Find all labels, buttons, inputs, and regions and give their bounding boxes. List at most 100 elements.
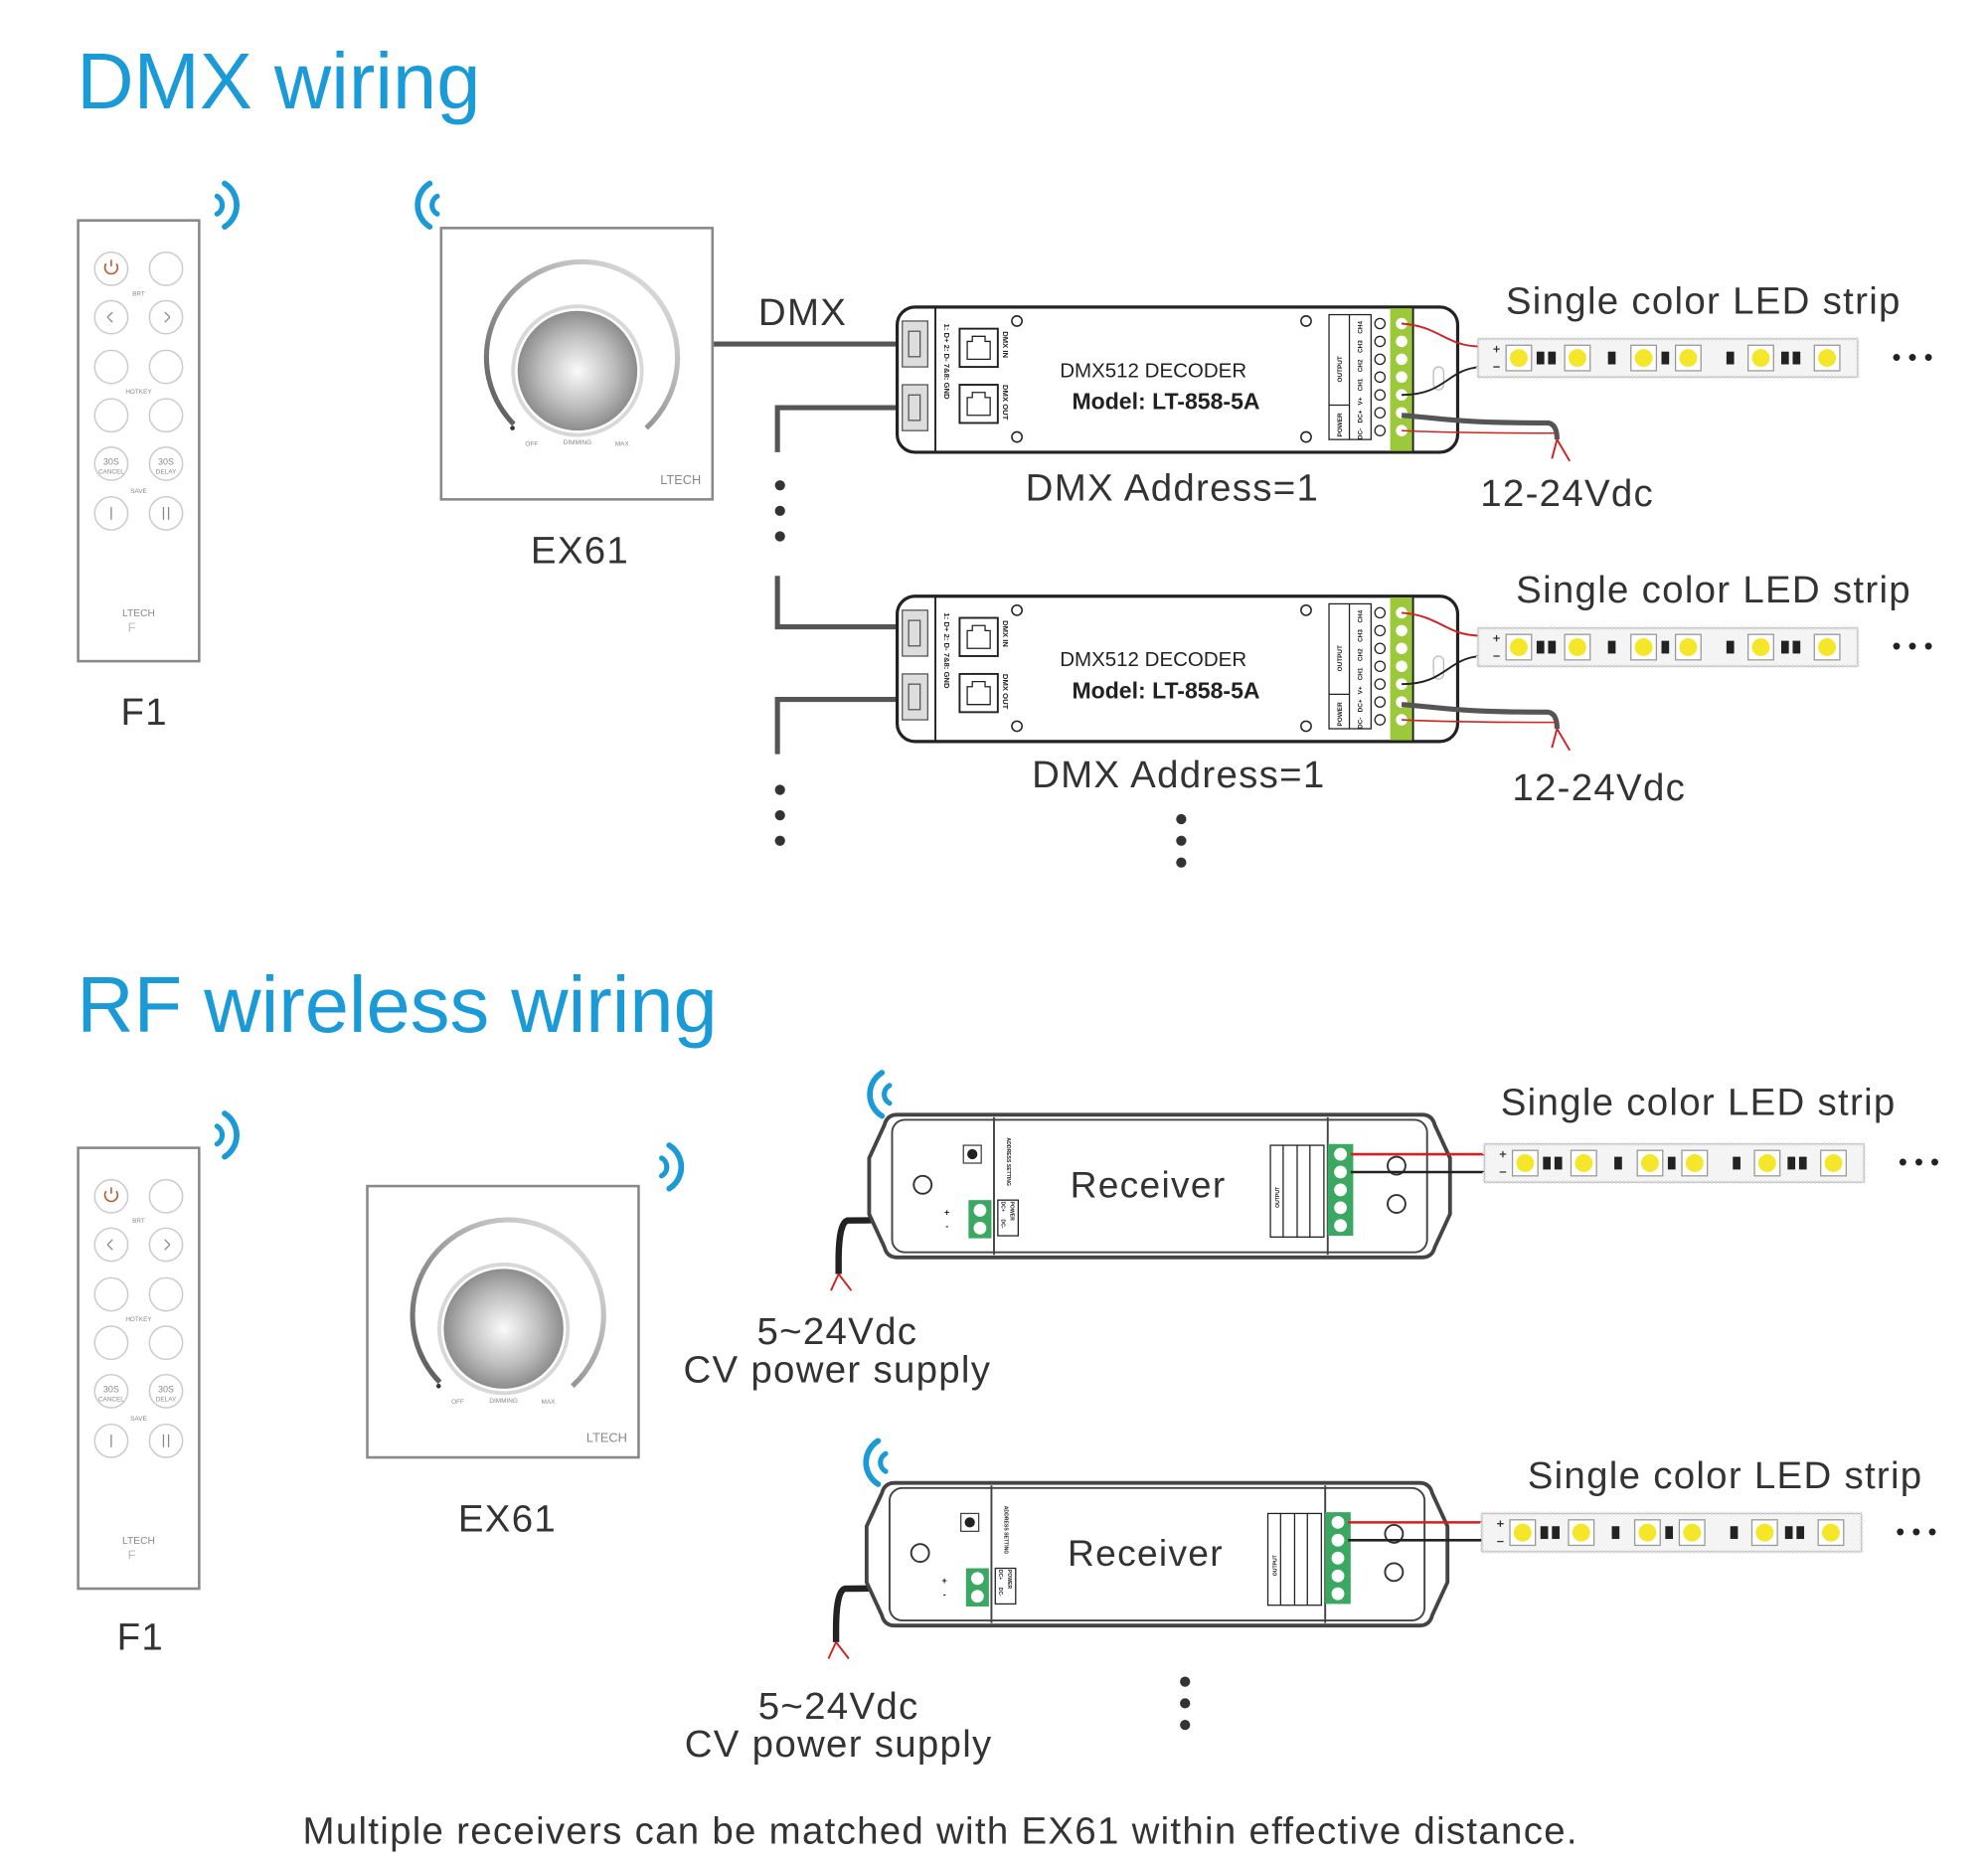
power-label: POWER xyxy=(1009,1201,1015,1221)
cancel-label: CANCEL xyxy=(98,1397,124,1404)
pin-label: 1: D+ 2: D- 7&8: GND xyxy=(942,612,951,689)
decoder-model: Model: LT-858-5A xyxy=(1072,677,1259,703)
wireless-signal-icon xyxy=(863,1437,889,1487)
rf-receiver-2: ADDRESS SETTING POWER DC+ DC- + - OUTPUT… xyxy=(685,1437,1936,1766)
panel-label: EX61 xyxy=(458,1497,557,1540)
delay-label: DELAY xyxy=(156,1397,177,1404)
dmx-line-label: DMX xyxy=(758,291,847,334)
remote-label: F1 xyxy=(117,1616,164,1659)
dmx-cables xyxy=(714,341,899,755)
continuation-dots: • • • xyxy=(1896,1518,1936,1546)
wireless-signal-icon xyxy=(214,1110,240,1160)
dcminus-label: DC- xyxy=(1357,428,1364,439)
ch2-label: CH2 xyxy=(1357,359,1364,372)
vplus-label: V+ xyxy=(1357,397,1364,405)
f1-remote: BRT HOTKEY SAVE 30S 30S CANCEL DELAY LTE… xyxy=(77,1146,201,1591)
panel-brand: LTECH xyxy=(586,1431,627,1445)
minus-label: - xyxy=(943,1590,946,1600)
dmx-in-label: DMX IN xyxy=(1001,331,1010,358)
dimming-label: DIMMING xyxy=(564,439,591,446)
led-strip xyxy=(1476,625,1860,669)
dmx-address: DMX Address=1 xyxy=(1032,754,1325,796)
max-label: MAX xyxy=(542,1399,557,1406)
dmx-in-label: DMX IN xyxy=(1001,620,1010,647)
max-label: MAX xyxy=(615,441,630,448)
ch4-label: CH4 xyxy=(1357,321,1364,334)
output-label: OUTPUT xyxy=(1337,645,1344,671)
panel-label: EX61 xyxy=(531,529,629,572)
panel-brand: LTECH xyxy=(660,472,701,487)
hotkey-label: HOTKEY xyxy=(125,1316,152,1323)
remote-brand: LTECH xyxy=(122,608,155,619)
save-label: SAVE xyxy=(130,1416,147,1423)
dmx-address: DMX Address=1 xyxy=(1026,467,1319,510)
receiver-body: ADDRESS SETTING POWER DC+ DC- + - OUTPUT xyxy=(867,1112,1452,1260)
continuation-dots xyxy=(774,480,1187,868)
plus-label: + xyxy=(941,1576,946,1586)
timer-button-label: 30S xyxy=(103,457,119,467)
timer-button-label: 30S xyxy=(158,457,174,467)
wireless-signal-icon xyxy=(214,180,240,230)
ch4-label: CH4 xyxy=(1357,609,1364,622)
power-supply-type: CV power supply xyxy=(683,1348,991,1391)
power-label: POWER xyxy=(1337,413,1344,437)
strip-label: Single color LED strip xyxy=(1516,569,1911,611)
remote-model-mark: F xyxy=(128,1548,136,1563)
f1-remote: BRT HOTKEY SAVE 30S 30S CANCEL DELAY LTE… xyxy=(77,219,201,663)
remote-brand: LTECH xyxy=(122,1536,155,1547)
rf-receiver-1: ADDRESS SETTING POWER DC+ DC- + - OUTPUT… xyxy=(683,1070,1939,1391)
ch1-label: CH1 xyxy=(1357,378,1364,391)
off-label: OFF xyxy=(451,1399,464,1406)
dmx-decoder-2: 1: D+ 2: D- 7&8: GND DMX IN DMX OUT OUTP… xyxy=(896,569,1933,809)
dcminus-label: DC- xyxy=(1357,718,1364,729)
dimming-label: DIMMING xyxy=(489,1398,517,1405)
remote-model-mark: F xyxy=(128,620,136,635)
remote-label: F1 xyxy=(121,691,168,734)
minus-label: - xyxy=(945,1222,948,1232)
wireless-signal-icon xyxy=(658,1142,685,1192)
ch3-label: CH3 xyxy=(1357,340,1364,353)
continuation-dots xyxy=(1180,1676,1191,1731)
plus-label: + xyxy=(944,1208,949,1218)
dmx-decoder-1: 1: D+ 2: D- 7&8: GND DMX IN DMX OUT OUTP… xyxy=(896,279,1933,515)
dmx-section-title: DMX wiring xyxy=(77,37,480,125)
dcplus-label: DC+ xyxy=(1357,410,1364,423)
continuation-dots: • • • xyxy=(1892,633,1932,661)
led-strip xyxy=(1479,1511,1864,1554)
brt-label: BRT xyxy=(132,290,145,297)
dcplus-label: DC+ xyxy=(1000,1201,1006,1211)
power-supply-type: CV power supply xyxy=(685,1723,993,1766)
power-label: POWER xyxy=(1006,1570,1012,1590)
brt-label: BRT xyxy=(132,1218,145,1225)
dcminus-label: DC- xyxy=(997,1588,1003,1597)
dcplus-label: DC+ xyxy=(1357,699,1364,712)
delay-label: DELAY xyxy=(156,469,177,476)
power-label: 12-24Vdc xyxy=(1480,472,1654,515)
continuation-dots: • • • xyxy=(1899,1149,1939,1177)
strip-label: Single color LED strip xyxy=(1501,1081,1897,1123)
save-label: SAVE xyxy=(130,488,147,495)
power-voltage: 5~24Vdc xyxy=(758,1685,919,1728)
address-setting-label: ADDRESS SETTING xyxy=(1002,1506,1008,1555)
strip-label: Single color LED strip xyxy=(1506,279,1902,322)
ch2-label: CH2 xyxy=(1357,648,1364,661)
pin-label: 1: D+ 2: D- 7&8: GND xyxy=(942,324,951,401)
dcminus-label: DC- xyxy=(1000,1219,1006,1228)
decoder-name: DMX512 DECODER xyxy=(1060,359,1246,382)
receiver-name: Receiver xyxy=(1071,1164,1227,1206)
led-strip xyxy=(1482,1141,1867,1185)
ex61-panel: OFF DIMMING MAX LTECH xyxy=(439,227,715,501)
address-setting-label: ADDRESS SETTING xyxy=(1005,1137,1011,1186)
output-label: OUTPUT xyxy=(1275,1186,1281,1208)
decoder-name: DMX512 DECODER xyxy=(1060,648,1246,671)
timer-button-label: 30S xyxy=(158,1385,174,1395)
wireless-signal-icon xyxy=(414,180,440,230)
rf-section-title: RF wireless wiring xyxy=(77,960,717,1049)
off-label: OFF xyxy=(525,441,538,448)
decoder-model: Model: LT-858-5A xyxy=(1072,388,1259,414)
led-strip xyxy=(1476,336,1860,380)
footer-note: Multiple receivers can be matched with E… xyxy=(303,1809,1578,1852)
cancel-label: CANCEL xyxy=(98,469,124,476)
output-label: OUTPUT xyxy=(1337,356,1344,382)
